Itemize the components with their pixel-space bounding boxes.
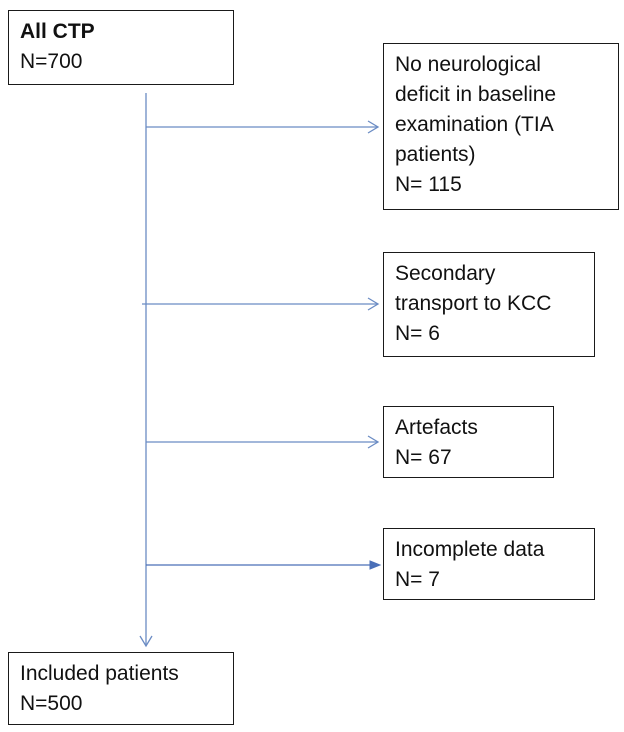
tia-count: N= 115 (395, 173, 462, 196)
secondary-label-line-2: transport to KCC (395, 292, 552, 315)
included-title: Included patients (20, 662, 179, 685)
tia-label-line-1: No neurological (395, 53, 541, 76)
incomplete-data-box: Incomplete data N= 7 (383, 528, 595, 600)
branch-secondary-arrowhead (367, 297, 380, 311)
tia-label-line-3: examination (TIA (395, 113, 554, 136)
branch-tia-arrowhead (367, 120, 380, 134)
secondary-transport-box: Secondary transport to KCC N= 6 (383, 252, 595, 357)
tia-label-line-2: deficit in baseline (395, 83, 557, 106)
included-count: N=500 (20, 692, 83, 715)
all-ctp-count: N=700 (20, 50, 83, 73)
incomplete-count: N= 7 (395, 568, 440, 591)
branch-artefacts-arrowhead (367, 435, 380, 449)
artefacts-label: Artefacts (395, 416, 478, 439)
all-ctp-box: All CTP N=700 (8, 10, 234, 85)
artefacts-box: Artefacts N= 67 (383, 406, 554, 478)
secondary-count: N= 6 (395, 322, 440, 345)
main-trunk-arrowhead (139, 635, 153, 648)
secondary-label-line-1: Secondary (395, 262, 496, 285)
incomplete-label: Incomplete data (395, 538, 545, 561)
tia-label-line-4: patients) (395, 143, 476, 166)
branch-incomplete-arrowhead (369, 560, 382, 570)
all-ctp-title: All CTP (20, 20, 95, 43)
included-patients-box: Included patients N=500 (8, 652, 234, 725)
no-neurological-deficit-box: No neurological deficit in baseline exam… (383, 43, 619, 210)
artefacts-count: N= 67 (395, 446, 452, 469)
